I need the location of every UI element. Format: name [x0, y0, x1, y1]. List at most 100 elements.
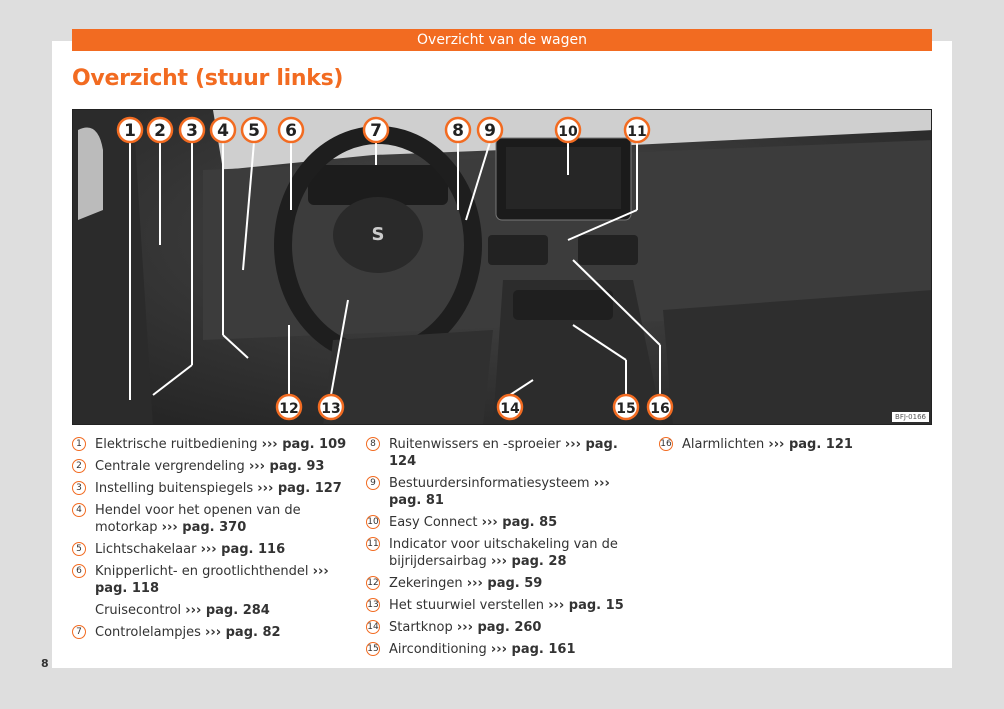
page-reference-link[interactable]: ››› pag. 28	[490, 554, 567, 569]
callout-label: 1	[124, 121, 136, 141]
legend-text: Ruitenwissers en -sproeier	[389, 437, 561, 452]
callout-11: 11	[623, 116, 651, 144]
page-reference-link[interactable]: ››› pag. 116	[200, 542, 286, 557]
legend-number-badge: 5	[72, 542, 86, 556]
callout-6: 6	[277, 116, 305, 144]
legend-item: 16 Alarmlichten ››› pag. 121	[659, 436, 929, 453]
legend-item: 9 Bestuurdersinformatiesysteem ››› pag. 8…	[366, 475, 636, 509]
legend-item: 3 Instelling buitenspiegels ››› pag. 127	[72, 480, 352, 497]
legend-text: Centrale vergrendeling	[95, 459, 245, 474]
callout-label: 8	[452, 121, 464, 141]
legend-item: 15 Airconditioning ››› pag. 161	[366, 641, 636, 658]
legend-number-badge: 3	[72, 481, 86, 495]
legend-text: Cruisecontrol	[95, 603, 182, 618]
legend-item: 11 Indicator voor uitschakeling van de bi…	[366, 536, 636, 570]
callout-label: 5	[248, 121, 260, 141]
svg-text:S: S	[372, 224, 385, 245]
legend-text: Zekeringen	[389, 576, 463, 591]
legend-text: Easy Connect	[389, 515, 478, 530]
callout-13: 13	[317, 393, 345, 421]
legend-number-badge: 13	[366, 598, 380, 612]
section-header: Overzicht van de wagen	[72, 29, 932, 51]
callout-label: 2	[154, 121, 166, 141]
page-reference-link[interactable]: ››› pag. 127	[257, 481, 342, 496]
legend-text: Elektrische ruitbediening	[95, 437, 258, 452]
callout-5: 5	[240, 116, 268, 144]
callout-label: 6	[285, 121, 297, 141]
legend-text: Airconditioning	[389, 642, 487, 657]
page-reference-link[interactable]: ››› pag. 118	[95, 564, 329, 596]
page-reference-link[interactable]: ››› pag. 85	[481, 515, 558, 530]
legend-number-badge: 12	[366, 576, 380, 590]
legend-item: 12 Zekeringen ››› pag. 59	[366, 575, 636, 592]
callout-label: 16	[650, 401, 669, 417]
legend-text: Startknop	[389, 620, 453, 635]
callout-7: 7	[362, 116, 390, 144]
legend-text: Lichtschakelaar	[95, 542, 197, 557]
legend-number-badge: 9	[366, 476, 380, 490]
callout-label: 3	[186, 121, 198, 141]
page-reference-link[interactable]: ››› pag. 15	[548, 598, 624, 613]
legend-number-badge: 2	[72, 459, 86, 473]
callout-label: 11	[627, 124, 646, 140]
legend-number-badge: 4	[72, 503, 86, 517]
legend-text: Knipperlicht- en grootlichthendel	[95, 564, 309, 579]
legend-column-3: 16 Alarmlichten ››› pag. 121	[659, 436, 929, 458]
page-reference-link[interactable]: ››› pag. 260	[456, 620, 542, 635]
legend-text: Alarmlichten	[682, 437, 765, 452]
callout-14: 14	[496, 393, 524, 421]
legend-text: Bestuurdersinformatiesysteem	[389, 476, 590, 491]
page-reference-link[interactable]: ››› pag. 59	[466, 576, 543, 591]
callout-1: 1	[116, 116, 144, 144]
page-reference-link[interactable]: ››› pag. 284	[185, 603, 270, 618]
callout-4: 4	[209, 116, 237, 144]
legend-item: Cruisecontrol ››› pag. 284	[72, 602, 352, 619]
callout-label: 7	[370, 121, 382, 141]
callout-label: 4	[217, 121, 229, 141]
callout-15: 15	[612, 393, 640, 421]
page-reference-link[interactable]: ››› pag. 370	[161, 520, 247, 535]
page-reference-link[interactable]: ››› pag. 93	[248, 459, 325, 474]
page-reference-link[interactable]: ››› pag. 82	[205, 625, 281, 640]
page-number: 8	[41, 657, 49, 670]
page-reference-link[interactable]: ››› pag. 161	[490, 642, 576, 657]
callout-8: 8	[444, 116, 472, 144]
legend-item: 6 Knipperlicht- en grootlichthendel ››› p…	[72, 563, 352, 597]
legend-item: 10 Easy Connect ››› pag. 85	[366, 514, 636, 531]
legend-number-badge: 11	[366, 537, 380, 551]
callout-12: 12	[275, 393, 303, 421]
callout-label: 9	[484, 121, 496, 141]
legend-text: Indicator voor uitschakeling van de bijr…	[389, 537, 618, 569]
callout-label: 12	[279, 401, 298, 417]
callout-2: 2	[146, 116, 174, 144]
callout-label: 10	[558, 124, 578, 140]
legend-text: Hendel voor het openen van de motorkap	[95, 503, 301, 535]
callout-3: 3	[178, 116, 206, 144]
legend-number-badge: 6	[72, 564, 86, 578]
page-reference-link[interactable]: ››› pag. 124	[389, 437, 618, 469]
page-reference-link[interactable]: ››› pag. 109	[261, 437, 347, 452]
figure-code: BFJ-0166	[892, 412, 929, 422]
legend-text: Instelling buitenspiegels	[95, 481, 254, 496]
page-reference-link[interactable]: ››› pag. 81	[389, 476, 610, 508]
legend-number-badge: 16	[659, 437, 673, 451]
legend-item: 5 Lichtschakelaar ››› pag. 116	[72, 541, 352, 558]
callout-label: 15	[616, 401, 635, 417]
page-title: Overzicht (stuur links)	[72, 66, 344, 91]
callout-16: 16	[646, 393, 674, 421]
callout-label: 14	[500, 401, 520, 417]
legend-number-badge: 10	[366, 515, 380, 529]
callout-9: 9	[476, 116, 504, 144]
callout-10: 10	[554, 116, 582, 144]
legend-number-badge: 15	[366, 642, 380, 656]
page-reference-link[interactable]: ››› pag. 121	[768, 437, 853, 452]
